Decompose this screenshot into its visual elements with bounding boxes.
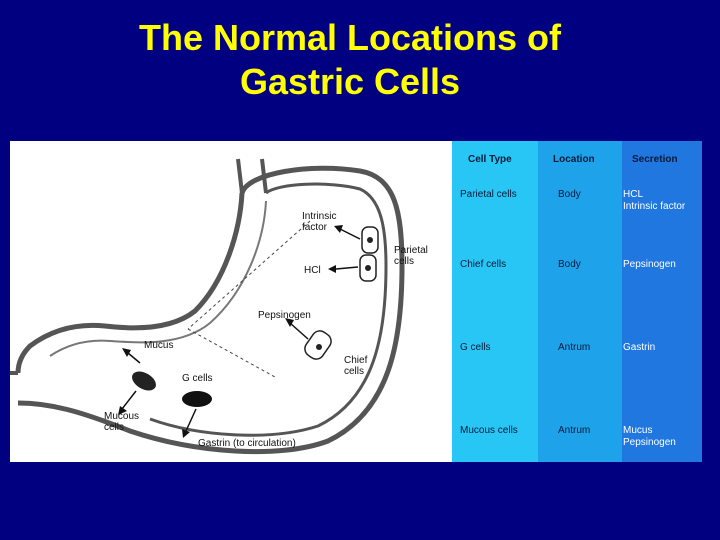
label-parietal-cells: Parietal cells: [394, 245, 428, 267]
chief-cell-nucleus: [316, 344, 322, 350]
label-pepsinogen: Pepsinogen: [258, 310, 311, 321]
row-4-cell-type: Mucous cells: [460, 425, 518, 436]
row-2-cell-type: Chief cells: [460, 259, 507, 270]
arrowhead: [118, 406, 127, 415]
label-g-cells: G cells: [182, 373, 213, 384]
arrowhead: [122, 348, 131, 357]
parietal-cell-nucleus: [365, 265, 371, 271]
arrow-intrinsic: [339, 228, 361, 240]
esophagus-wall: [236, 158, 244, 194]
g-cell: [132, 371, 156, 391]
column-cell-type: [452, 141, 538, 462]
header-location: Location: [553, 154, 595, 165]
header-cell-type: Cell Type: [468, 154, 512, 165]
header-secretion: Secretion: [632, 154, 678, 165]
row-4-secretion: Mucus Pepsinogen: [623, 425, 676, 448]
arrowhead: [334, 225, 343, 233]
label-chief-cells: Chief cells: [344, 355, 368, 377]
stomach-diagram: Intrinsic factor HCl Parietal cells Peps…: [10, 141, 452, 462]
lesser-curvature-inner: [49, 200, 267, 357]
row-2-location: Body: [558, 259, 581, 270]
title-line-2: Gastric Cells: [239, 61, 461, 102]
arrow-pepsinogen: [289, 322, 309, 340]
arrowhead: [328, 265, 336, 273]
arrow-hcl: [335, 266, 359, 270]
label-mucous-cells: Mucous cells: [104, 411, 140, 433]
label-gastrin: Gastrin (to circulation): [198, 438, 296, 449]
row-4-location: Antrum: [558, 425, 591, 436]
title-line-1: The Normal Locations of: [138, 17, 562, 58]
row-1-cell-type: Parietal cells: [460, 189, 517, 200]
stomach-inner-wall: [149, 182, 388, 437]
figure-panel: Intrinsic factor HCl Parietal cells Peps…: [10, 141, 702, 462]
row-1-secretion: HCL Intrinsic factor: [623, 189, 686, 212]
column-secretion: [622, 141, 702, 462]
arrow-mucus: [127, 352, 141, 364]
row-3-location: Antrum: [558, 342, 591, 353]
region-boundary: [187, 328, 276, 378]
row-1-location: Body: [558, 189, 581, 200]
label-hcl: HCl: [304, 265, 321, 276]
arrowhead: [182, 429, 190, 438]
parietal-cell-nucleus: [367, 237, 373, 243]
lesser-curvature: [15, 192, 245, 374]
cell-table: Cell Type Location Secretion Parietal ce…: [452, 141, 702, 462]
mucous-cell-dark: [182, 391, 212, 407]
arrowhead: [285, 318, 294, 327]
label-intrinsic: Intrinsic factor: [302, 211, 337, 233]
row-2-secretion: Pepsinogen: [623, 259, 676, 270]
stomach-outer-wall: [17, 165, 405, 455]
slide-title: The Normal Locations of Gastric Cells: [0, 16, 700, 104]
arrow-gastrin: [185, 408, 197, 432]
row-3-secretion: Gastrin: [623, 342, 656, 353]
arrow-mucous-cells: [121, 390, 137, 410]
stomach-drawing: [10, 158, 405, 455]
label-mucus: Mucus: [144, 340, 174, 351]
row-3-cell-type: G cells: [460, 342, 491, 353]
column-location: [538, 141, 622, 462]
